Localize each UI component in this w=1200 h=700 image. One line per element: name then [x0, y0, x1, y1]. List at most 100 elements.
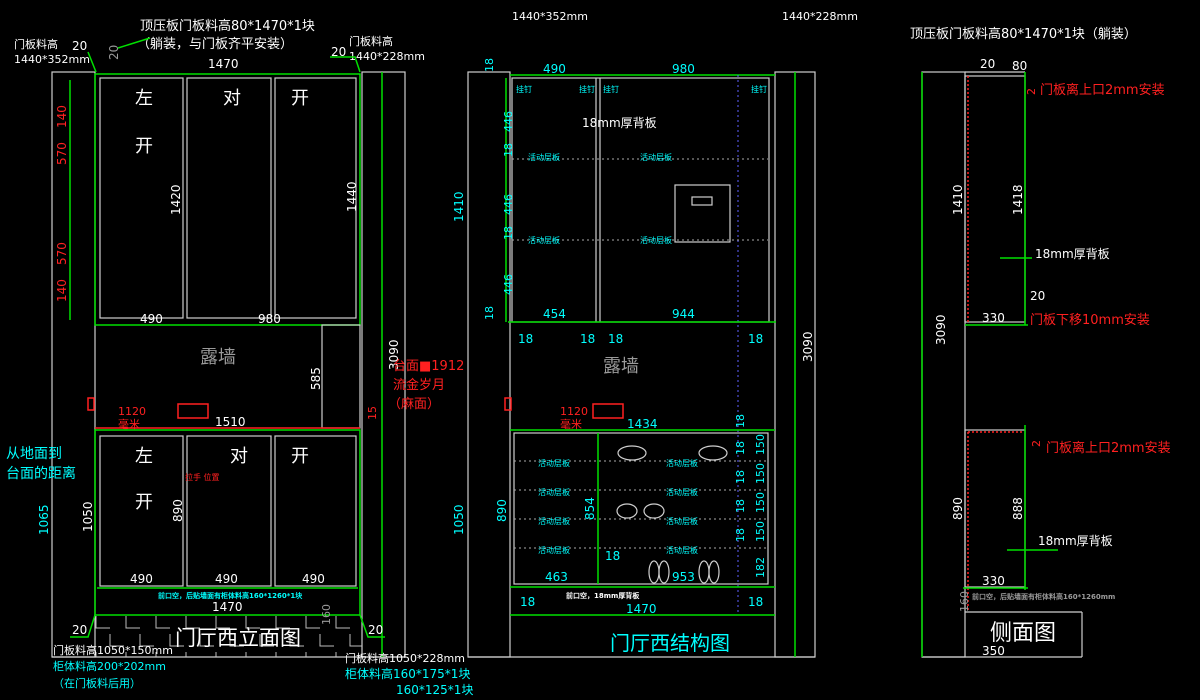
dim-18-shelf-2: 18 [502, 226, 515, 240]
dim-330-upper: 330 [982, 311, 1005, 325]
dim-446-3: 446 [502, 274, 515, 295]
back-panel-label: 18mm厚背板 [582, 116, 657, 130]
gap-note-lower: 门板离上口2mm安装 [1046, 440, 1171, 456]
shoe-icon [617, 445, 647, 461]
mm-label: 毫米 [118, 417, 140, 431]
dim-1065: 1065 [37, 504, 51, 535]
side-bottom-note: 前口空，后贴墙面有柜体料高160*1260mm [972, 592, 1115, 601]
hanger-label-2: 挂钉 [579, 84, 595, 94]
dim-1470-bottom: 1470 [212, 600, 243, 614]
upper-door-middle[interactable] [186, 77, 272, 319]
dim-20-right: 20 [331, 45, 346, 59]
top-spec-left: 1440*352mm [512, 10, 588, 23]
exposed-wall-label: 露墙 [200, 347, 236, 368]
dim-888: 888 [1011, 497, 1025, 520]
dim-944: 944 [672, 307, 695, 321]
dim-20-bottom-right: 20 [368, 623, 383, 637]
dim-18-r3: 18 [734, 499, 747, 513]
dim-15: 15 [366, 406, 379, 420]
dim-980: 980 [258, 312, 281, 326]
dim-3090: 3090 [801, 331, 815, 362]
lower-carcass [513, 432, 769, 585]
lower-door-char-open-right: 开 [291, 446, 309, 467]
dim-140-top: 140 [55, 105, 69, 128]
dim-1434: 1434 [627, 417, 658, 431]
shoe-icon [698, 445, 728, 461]
dim-160: 160 [958, 591, 971, 612]
side-brick-wall [921, 71, 966, 658]
dim-20-bottom-left: 20 [72, 623, 87, 637]
dim-140-bottom: 140 [55, 279, 69, 302]
upper-door-left[interactable] [99, 77, 184, 319]
structure-view: 1440*352mm 1440*228mm 490 980 18 挂钉 挂钉 挂… [452, 10, 858, 658]
handle-note: 拉手 位置 [185, 472, 220, 482]
countertop-note-1: 台面■1912 [393, 359, 464, 374]
dim-1050: 1050 [452, 504, 466, 535]
top-spec-right: 1440*228mm [782, 10, 858, 23]
countertop-note-2: 流金岁月 [393, 377, 445, 393]
dim-1470-top: 1470 [208, 57, 239, 71]
hanger-label-3: 挂钉 [603, 84, 619, 94]
dim-463: 463 [545, 570, 568, 584]
left-spec-label: 门板料高 [14, 37, 58, 51]
dim-160: 160 [320, 604, 333, 625]
shelf-label: 活动层板 [528, 152, 560, 162]
dim-570-bottom: 570 [55, 242, 69, 265]
structure-bottom-note: 前口空，18mm厚背板 [566, 591, 640, 600]
dim-1420: 1420 [169, 184, 183, 215]
dim-490: 490 [543, 62, 566, 76]
dim-890: 890 [171, 499, 185, 522]
lower-door-left[interactable] [99, 435, 184, 587]
dim-18-r1: 18 [734, 441, 747, 455]
dim-1510: 1510 [215, 415, 246, 429]
upper-door-right[interactable] [274, 77, 357, 319]
dim-150-2: 150 [754, 463, 767, 484]
dim-18-br: 18 [748, 595, 763, 609]
dim-854: 854 [583, 497, 597, 520]
br-spec-2: 柜体料高160*175*1块 [345, 666, 470, 681]
shelf-label: 活动层板 [666, 458, 698, 468]
bl-spec-1: 门板料高1050*150mm [53, 643, 173, 657]
br-spec-3: 160*125*1块 [396, 683, 473, 697]
dim-446-2: 446 [502, 194, 515, 215]
socket-icon [177, 403, 209, 419]
dim-1410: 1410 [951, 184, 965, 215]
shelf-label: 活动层板 [538, 516, 570, 526]
lower-cabinet [94, 429, 361, 616]
storage-box-icon [674, 184, 731, 243]
back-panel-upper: 18mm厚背板 [1035, 247, 1110, 261]
bl-spec-3: （在门板料后用） [53, 676, 141, 690]
side-top-note: 顶压板门板料高80*1470*1块（躺装） [910, 26, 1137, 42]
door-char-open: 开 [135, 136, 153, 157]
dim-1470: 1470 [626, 602, 657, 616]
dim-18-mid: 18 [483, 306, 496, 320]
dim-18-a: 18 [518, 332, 533, 346]
shelf-label: 活动层板 [640, 152, 672, 162]
dim-890: 890 [495, 499, 509, 522]
right-spec: 1440*228mm [349, 50, 425, 63]
dim-1050: 1050 [81, 501, 95, 532]
upper-cabinet [94, 73, 361, 326]
side-view: 顶压板门板料高80*1470*1块（躺装） 3090 20 80 2 门板离上口… [910, 26, 1171, 658]
dim-2-upper: 2 [1025, 88, 1038, 95]
dim-18-r2: 18 [734, 470, 747, 484]
br-spec-1: 门板料高1050*228mm [345, 651, 465, 665]
door-char-pair: 对 [223, 88, 241, 109]
dim-890: 890 [951, 497, 965, 520]
shelf-label: 活动层板 [538, 458, 570, 468]
shelf-label: 活动层板 [538, 545, 570, 555]
dim-18-bl: 18 [520, 595, 535, 609]
lower-door-right[interactable] [274, 435, 357, 587]
lower-door-middle[interactable] [186, 435, 272, 587]
shelf-label: 活动层板 [538, 487, 570, 497]
dim-454: 454 [543, 307, 566, 321]
dim-3090: 3090 [934, 314, 948, 345]
top-note-1: 顶压板门板料高80*1470*1块 [140, 18, 315, 34]
dim-18-shelf-1: 18 [502, 143, 515, 157]
dim-490: 490 [140, 312, 163, 326]
exposed-wall-label: 露墙 [603, 356, 639, 377]
shelf-label: 活动层板 [666, 545, 698, 555]
dim-18-b: 18 [580, 332, 595, 346]
dim-20-lower: 20 [1030, 289, 1045, 303]
